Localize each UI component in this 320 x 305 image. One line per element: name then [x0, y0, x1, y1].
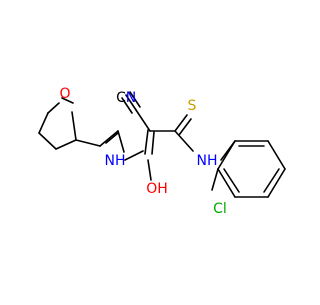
molecule-structure: O C N S NH NH OH Cl: [38, 86, 286, 217]
bond-central-c-oh: [147, 159, 152, 181]
bond-c-s-2: [178, 118, 192, 136]
bond-ph-inner-2: [263, 168, 280, 193]
bond-ch2-c2: [99, 130, 119, 147]
bond-ph-2: [267, 140, 286, 170]
bond-c-s-1: [174, 114, 188, 132]
bond-nh-central-c: [124, 150, 144, 161]
bond-ring-c5-c4: [38, 112, 49, 134]
bond-ph-6: [217, 140, 236, 170]
bond-c-nitrile: [135, 109, 151, 132]
ring-oxygen-label: O: [59, 86, 70, 102]
bond-ph-inner-3: [223, 168, 240, 193]
bond-phenyl-cl: [211, 168, 219, 191]
bond-triple-2: [121, 97, 133, 114]
bond-ph-3: [267, 168, 286, 198]
bond-ch2-nh-left: [105, 132, 119, 144]
bond-ring-c3-c2: [55, 139, 77, 150]
bond-ph-5: [217, 168, 236, 198]
chlorine-label: Cl: [213, 201, 227, 217]
thione-s-label: S: [188, 98, 197, 114]
hydroxyl-label: OH: [146, 181, 168, 197]
bond-c2-ch2: [75, 139, 101, 147]
nitrile-c-label: C: [116, 90, 126, 106]
bond-ring-c4-c3: [38, 132, 57, 150]
chlorophenyl-ring: [217, 140, 286, 198]
bond-ring-o-c2: [61, 97, 74, 104]
bond-double-b: [151, 131, 155, 155]
bond-c-nh-right: [174, 130, 194, 152]
bond-triple-1: [125, 94, 137, 111]
bond-ring-c2-o: [71, 111, 77, 141]
amine-nh-left-label: NH: [105, 153, 126, 169]
molecule-canvas: O C N S NH NH OH Cl: [38, 86, 286, 217]
bond-triple-3: [129, 91, 141, 108]
amine-nh-right-label: NH: [197, 153, 218, 169]
nitrile-n-label: N: [126, 90, 136, 106]
bond-ring-o-c5: [47, 102, 60, 114]
bond-ch2-nh: [117, 130, 125, 153]
bond-double-a: [144, 129, 149, 155]
tetrahydrofuran-ring: [38, 97, 77, 150]
